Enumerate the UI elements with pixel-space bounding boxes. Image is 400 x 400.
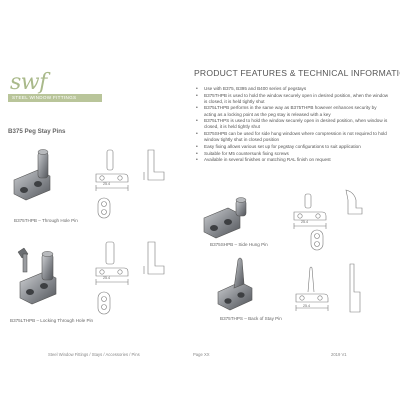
feature-item: B375LTHPS is used to hold the window sec… <box>194 118 390 130</box>
product-caption: B375THPS – Back of Stay Pin <box>220 316 282 321</box>
top-drawing-side-hung-pin <box>306 228 328 252</box>
feature-item: Available in several finishes or matchin… <box>194 157 390 163</box>
side-drawing-side-hung-pin <box>340 188 366 222</box>
logo-tagline: STEEL WINDOW FITTINGS <box>12 95 77 100</box>
feature-item: Suitable for M5 countersunk fixing screw… <box>194 151 390 157</box>
footer-version: 2019 V1 <box>331 352 347 357</box>
product-photo-through-hole-pin <box>8 146 74 212</box>
feature-item: B375SHPB can be used for side hung windo… <box>194 131 390 143</box>
dimension-label: 25.4 <box>103 276 110 280</box>
dimension-label: 25.4 <box>301 220 308 224</box>
top-drawing-locking-through-hole-pin <box>92 290 118 318</box>
technical-drawing-side-hung-pin <box>288 192 336 234</box>
footer-page-number: Page XX <box>193 352 210 357</box>
side-drawing-back-of-stay-pin <box>340 262 366 316</box>
dimension-label: 25.4 <box>103 182 110 186</box>
logo-bar <box>8 94 102 102</box>
product-photo-back-of-stay-pin <box>212 254 268 314</box>
feature-item: Use with B375, B395 and B400 series of p… <box>194 86 390 92</box>
technical-drawing-back-of-stay-pin <box>290 264 338 314</box>
feature-item: B375LTHPB performs in the same way as B3… <box>194 105 390 117</box>
technical-drawing-locking-through-hole-pin <box>90 238 138 288</box>
technical-drawing-through-hole-pin <box>90 146 138 194</box>
product-caption: B375SHPB – Side Hung Pin <box>210 242 268 247</box>
brand-logo: swf STEEL WINDOW FITTINGS <box>8 70 102 106</box>
side-drawing-locking-through-hole-pin <box>140 238 170 288</box>
product-photo-locking-through-hole-pin <box>8 240 74 308</box>
feature-list: Use with B375, B395 and B400 series of p… <box>194 86 390 164</box>
product-photo-side-hung-pin <box>200 196 262 242</box>
side-drawing-through-hole-pin <box>140 146 170 194</box>
page-heading: PRODUCT FEATURES & TECHNICAL INFORMATION <box>194 68 400 78</box>
section-title: B375 Peg Stay Pins <box>8 128 66 135</box>
feature-item: B375THPB is used to hold the window secu… <box>194 93 390 105</box>
footer-breadcrumb: Steel Window Fittings / Stays / Accessor… <box>48 352 140 357</box>
feature-item: Easy fixing allows various set up for pe… <box>194 144 390 150</box>
top-drawing-through-hole-pin <box>92 196 118 222</box>
dimension-label: 25.4 <box>303 304 310 308</box>
logo-text: swf <box>10 70 47 95</box>
product-caption: B375LTHPB – Locking Through Hole Pin <box>10 318 94 323</box>
product-caption: B375THPB – Through Hole Pin <box>14 218 78 223</box>
